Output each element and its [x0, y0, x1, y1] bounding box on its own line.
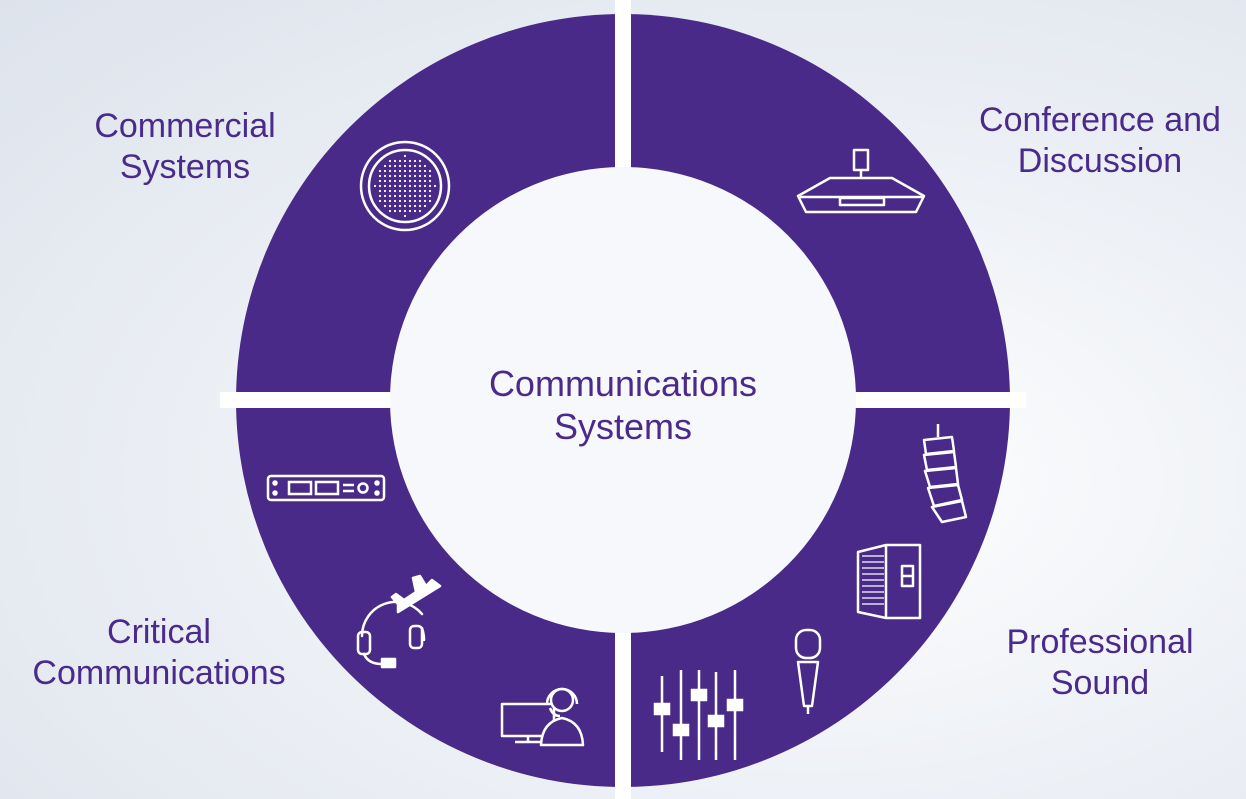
label-conference-line1: Conference and: [979, 101, 1221, 139]
ceiling-speaker-icon: [359, 140, 451, 232]
label-commercial-line2: Systems: [119, 148, 251, 186]
center-title: Communications Systems: [443, 362, 803, 448]
microphone-icon: [794, 628, 822, 714]
label-critical-line2: Communications: [32, 654, 286, 692]
label-conference-line2: Discussion: [1017, 142, 1183, 180]
center-title-line1: Communications: [488, 363, 758, 404]
label-critical-line1: Critical: [107, 613, 211, 651]
center-disc: [390, 167, 856, 633]
label-commercial-systems: Commercial Systems: [80, 106, 290, 188]
center-title-line2: Systems: [553, 406, 693, 447]
rack-unit-icon: [266, 474, 386, 502]
loudspeaker-icon: [856, 543, 922, 620]
line-array-icon: [922, 424, 968, 524]
aviation-headset-icon: [356, 574, 442, 669]
mixer-faders-icon: [653, 670, 744, 760]
label-professional-sound: Professional Sound: [990, 622, 1210, 704]
label-critical-communications: Critical Communications: [14, 612, 304, 694]
conference-unit-icon: [796, 148, 926, 214]
label-conference-discussion: Conference and Discussion: [960, 100, 1240, 182]
label-professional-line2: Sound: [1050, 664, 1150, 702]
operator-console-icon: [500, 687, 585, 747]
label-professional-line1: Professional: [1006, 623, 1194, 661]
label-commercial-line1: Commercial: [94, 107, 276, 145]
